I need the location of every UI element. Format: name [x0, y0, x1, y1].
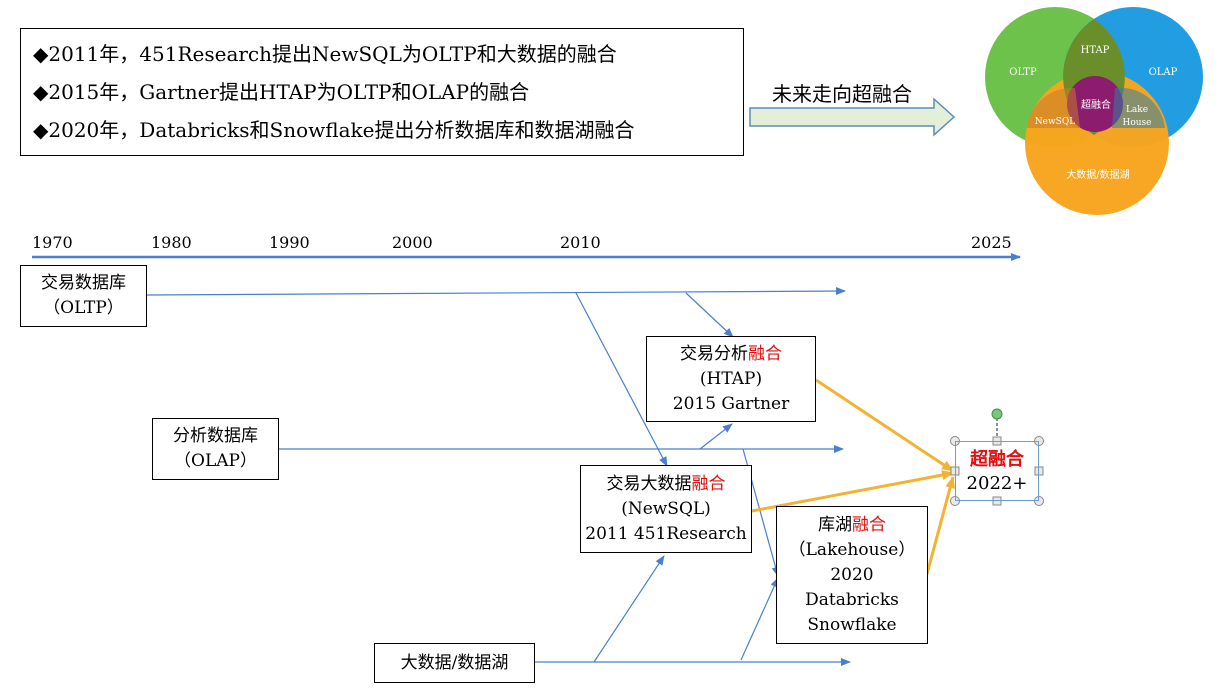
conn-htap-hyper: [815, 378, 954, 473]
venn-diagram: OLTP OLAP HTAP 超融合 NewSQL Lake House 大数据…: [985, 7, 1203, 215]
node-olap-subtitle: （OLAP）: [174, 451, 257, 471]
node-newsql-origin: 2011 451Research: [585, 523, 747, 544]
year-2000: 2000: [392, 233, 433, 252]
node-hyper-fusion[interactable]: 超融合 2022+: [955, 441, 1039, 501]
conn-newsql-hyper: [751, 470, 954, 513]
year-2010: 2010: [560, 233, 601, 252]
conn-lakehouse-hyper: [925, 476, 955, 575]
node-oltp: 交易数据库 （OLTP）: [20, 265, 147, 327]
node-htap-acronym: (HTAP): [699, 368, 763, 389]
intro-line-2015: ◆2015年，Gartner提出HTAP为OLTP和OLAP的融合: [33, 80, 530, 104]
venn-label-lake: Lake: [1126, 105, 1148, 115]
venn-label-bigdata: 大数据/数据湖: [1066, 168, 1129, 181]
node-hyper-title: 超融合: [970, 449, 1024, 470]
node-lakehouse-acronym: （Lakehouse）: [788, 539, 916, 560]
year-1980: 1980: [151, 233, 192, 252]
node-newsql-acronym: (NewSQL): [621, 498, 711, 519]
node-hyper-year: 2022+: [966, 473, 1028, 494]
venn-region-lakehouse: [1112, 87, 1165, 128]
node-oltp-title: 交易数据库: [41, 273, 126, 293]
venn-label-oltp: OLTP: [1009, 67, 1037, 78]
venn-region-newsql: [1027, 87, 1080, 128]
node-htap-title: 交易分析融合: [680, 343, 782, 364]
future-label: 未来走向超融合: [772, 82, 912, 106]
node-lakehouse-title: 库湖融合: [818, 514, 886, 535]
node-lakehouse-vendor-1: Databricks: [805, 589, 899, 610]
node-newsql: 交易大数据融合 (NewSQL) 2011 451Research: [580, 465, 752, 553]
intro-box: ◆2011年，451Research提出NewSQL为OLTP和大数据的融合 ◆…: [20, 28, 744, 156]
lane-oltp: [145, 287, 846, 296]
rotate-handle: [991, 408, 1003, 420]
conn-bigdata-lakehouse: [740, 577, 779, 661]
node-olap-title: 分析数据库: [173, 426, 258, 446]
venn-label-center: 超融合: [1081, 98, 1111, 111]
venn-region-center: [1067, 76, 1123, 132]
future-arrow: [749, 97, 956, 137]
venn-label-htap: HTAP: [1081, 45, 1110, 56]
year-1990: 1990: [269, 233, 310, 252]
node-olap: 分析数据库 （OLAP）: [152, 418, 279, 480]
node-lakehouse: 库湖融合 （Lakehouse） 2020 Databricks Snowfla…: [776, 506, 928, 644]
node-htap-origin: 2015 Gartner: [672, 393, 790, 414]
conn-bigdata-newsql: [593, 555, 665, 663]
venn-label-olap: OLAP: [1149, 67, 1178, 78]
intro-line-2011: ◆2011年，451Research提出NewSQL为OLTP和大数据的融合: [33, 42, 617, 66]
conn-oltp-newsql: [575, 292, 668, 467]
node-lakehouse-vendor-2: Snowflake: [807, 614, 897, 635]
intro-line-2020: ◆2020年，Databricks和Snowflake提出分析数据库和数据湖融合: [33, 118, 635, 142]
venn-label-newsql: NewSQL: [1035, 117, 1075, 127]
node-bigdata-title: 大数据/数据湖: [400, 652, 509, 673]
node-htap: 交易分析融合 (HTAP) 2015 Gartner: [646, 336, 816, 422]
node-oltp-subtitle: （OLTP）: [43, 298, 124, 318]
node-bigdata: 大数据/数据湖: [374, 643, 535, 683]
year-1970: 1970: [32, 233, 73, 252]
conn-olap-htap: [699, 423, 733, 450]
node-lakehouse-year: 2020: [830, 564, 874, 585]
year-2025: 2025: [971, 233, 1012, 252]
conn-oltp-htap: [685, 292, 734, 338]
node-newsql-title: 交易大数据融合: [606, 473, 726, 494]
venn-label-house: House: [1122, 118, 1151, 128]
